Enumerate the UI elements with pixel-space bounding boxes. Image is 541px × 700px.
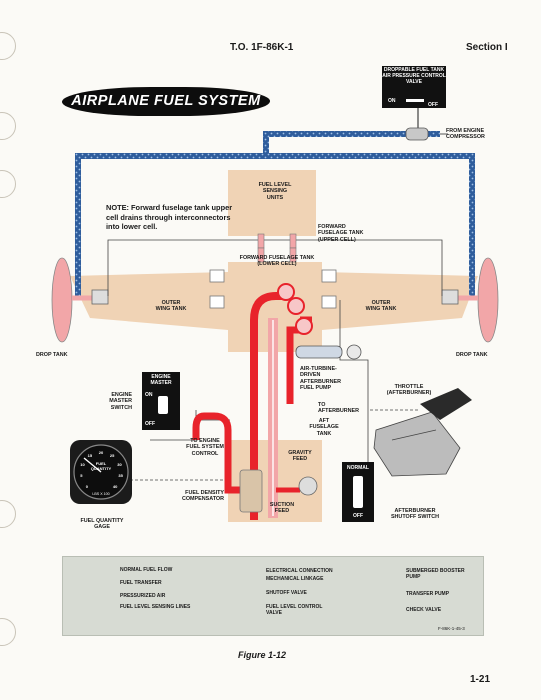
legend-check-valve: CHECK VALVE (406, 607, 442, 613)
legend-fuel-transfer: FUEL TRANSFER (120, 580, 162, 586)
suction-feed-label: SUCTION FEED (269, 502, 295, 515)
drop-tank-right (477, 257, 499, 343)
legend-fuel-level-sensing-lines: FUEL LEVEL SENSING LINES (120, 604, 191, 610)
legend-fuel-level-control-valve: FUEL LEVEL CONTROL VALVE (266, 604, 323, 616)
engine-master-switch[interactable]: ENGINE MASTER ON OFF (142, 372, 180, 430)
engine-master-title: ENGINE MASTER (150, 374, 172, 386)
afterburner-normal-label: NORMAL (347, 465, 369, 471)
fuel-quantity-gage-label: FUEL QUANTITY GAGE (80, 518, 124, 531)
outer-wing-tank-left (70, 272, 228, 330)
gauge-tick-label: 15 (87, 452, 93, 458)
air-turbine-pump-label: AIR-TURBINE- DRIVEN AFTERBURNER FUEL PUM… (300, 366, 342, 392)
gauge-tick-label: 5 (80, 473, 83, 479)
gauge-tick-label: 30 (117, 461, 122, 467)
gauge-tick-label: 10 (80, 461, 85, 467)
legend-electrical-connection: ELECTRICAL CONNECTION (266, 568, 333, 574)
outer-wing-tank-right-label: OUTER WING TANK (365, 300, 397, 313)
section-label: Section I (466, 42, 508, 53)
throttle-quadrant (373, 411, 461, 477)
valve-lever-icon[interactable] (406, 99, 424, 102)
toggle-lever-icon[interactable] (158, 396, 168, 414)
valve-on-label: ON (388, 98, 396, 104)
throttle-label: THROTTLE (AFTERBURNER) (386, 384, 432, 397)
engine-master-off-label: OFF (145, 421, 155, 427)
drop-tank-left-label: DROP TANK (36, 352, 68, 358)
engine-master-on-label: ON (145, 392, 153, 398)
from-engine-compressor-label: FROM ENGINE COMPRESSOR (446, 128, 485, 141)
gauge-tick-label: 20 (98, 449, 104, 455)
document-number: T.O. 1F-86K-1 (230, 42, 294, 53)
engine-master-switch-label: ENGINE MASTER SWITCH (109, 392, 132, 411)
gauge-face-text: FUEL QUANTITY (90, 461, 112, 471)
pressure-control-valve-body (405, 127, 429, 141)
legend-shutoff-valve: SHUTOFF VALVE (266, 590, 307, 596)
fuel-density-compensator-label: FUEL DENSITY COMPENSATOR (181, 490, 224, 503)
figure-code: F-86K-1-45-3 (438, 626, 465, 631)
pressurized-air-line (75, 153, 475, 296)
outer-wing-tank-right (322, 272, 478, 330)
toggle-lever-icon[interactable] (353, 476, 363, 508)
valve-off-label: OFF (428, 102, 438, 108)
outer-wing-tank-left-label: OUTER WING TANK (155, 300, 187, 313)
booster-pump (295, 317, 313, 335)
legend-normal-fuel-flow: NORMAL FUEL FLOW (120, 567, 173, 573)
legend-submerged-booster-pump: SUBMERGED BOOSTER PUMP (406, 568, 465, 580)
fwd-fuselage-upper-cell-label: FORWARD FUSELAGE TANK (UPPER CELL) (318, 224, 364, 243)
normal-fuel-flow-main (250, 292, 286, 520)
gauge-tick-label: 35 (118, 473, 123, 479)
booster-pump (277, 283, 295, 301)
to-afterburner-label: TO AFTERBURNER (318, 402, 360, 415)
page-number: 1-21 (470, 674, 491, 685)
gauge-tick-label: 40 (112, 483, 118, 489)
legend-pressurized-air: PRESSURIZED AIR (120, 593, 166, 599)
pressure-control-valve-panel: DROPPABLE FUEL TANK AIR PRESSURE CONTROL… (382, 66, 446, 108)
gravity-feed-label: GRAVITY FEED (288, 450, 312, 463)
afterburner-shutoff-switch-label: AFTERBURNER SHUTOFF SWITCH (390, 508, 440, 521)
legend-mechanical-linkage: MECHANICAL LINKAGE (266, 576, 324, 582)
gauge-multiplier: LBS X 100 (92, 492, 110, 496)
pressure-control-valve-title: DROPPABLE FUEL TANK AIR PRESSURE CONTROL… (382, 67, 446, 85)
fuel-level-sensing-units-label: FUEL LEVEL SENSING UNITS (258, 182, 292, 201)
figure-caption: Figure 1-12 (238, 650, 287, 660)
to-engine-control-label: TO ENGINE FUEL SYSTEM CONTROL (186, 438, 224, 457)
normal-fuel-flow-engine (192, 412, 246, 494)
drop-tank-left (51, 257, 73, 343)
legend-panel (62, 556, 484, 636)
afterburner-off-label: OFF (353, 513, 363, 519)
diagram-note: NOTE: Forward fuselage tank upper cell d… (106, 203, 233, 232)
booster-pump (287, 297, 305, 315)
gauge-tick-label: 0 (85, 483, 88, 489)
gauge-tick-label: 25 (109, 452, 115, 458)
fwd-fuselage-tank-upper (228, 170, 316, 236)
aft-fuselage-tank-label: AFT FUSELAGE TANK (309, 418, 339, 437)
fwd-fuselage-lower-cell-label: FORWARD FUSELAGE TANK (LOWER CELL) (239, 255, 315, 268)
afterburner-shutoff-switch[interactable]: NORMAL OFF (342, 462, 374, 522)
legend-transfer-pump: TRANSFER PUMP (406, 591, 450, 597)
drop-tank-right-label: DROP TANK (456, 352, 488, 358)
